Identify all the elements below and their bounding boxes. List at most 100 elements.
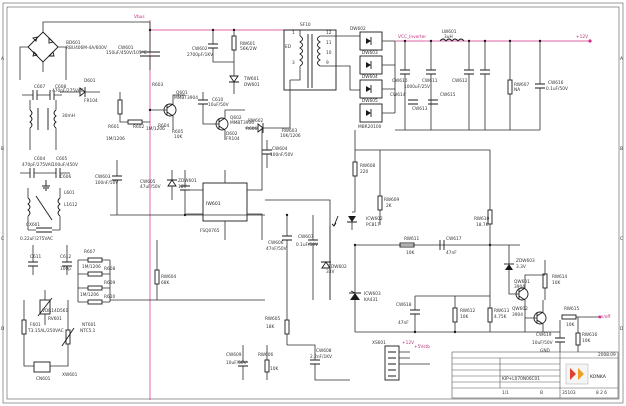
cx601-value: 0.22uF/275VAC — [20, 236, 53, 242]
primary-ground-rails — [110, 214, 265, 301]
r605-value: 10K — [174, 134, 182, 140]
shunt-regulator-ka431 — [349, 245, 361, 332]
cw614-label: CW614 — [390, 92, 406, 98]
zdw603-label: ZDW603 — [516, 258, 535, 264]
r601-value: 1M/1206 — [106, 136, 125, 142]
cw602-label: CW602 — [192, 46, 208, 52]
rw610-label: RW610 — [474, 216, 490, 222]
rw602-label: RW602 — [248, 118, 264, 124]
rw611-value: 10K — [406, 250, 414, 256]
ac-input-connector-cn601 — [23, 355, 69, 373]
cw609-value: 10uF/50V — [226, 360, 247, 366]
pwm-ic-iw601 — [186, 128, 263, 240]
capacitors-cw604-cw605 — [180, 140, 272, 215]
qw601-value: 3904 — [514, 284, 525, 290]
fuse-f601 — [21, 300, 27, 355]
resistor-rw608 — [352, 150, 358, 212]
cw607-value: 0.1uF/50V — [296, 242, 318, 248]
cw602-value: 2700pF/1KV — [187, 52, 213, 58]
d602-label: D602 — [226, 131, 238, 137]
zdw601-label: ZDW601 — [178, 178, 197, 184]
on-off-pin — [598, 315, 602, 319]
nt601-label: NT601 — [82, 322, 96, 328]
dw601-value: DW601 — [244, 82, 260, 88]
cx601-label: CX601 — [26, 222, 40, 228]
svg-text:9: 9 — [326, 60, 329, 66]
tw601-ed: ED — [285, 44, 292, 50]
d601-value: FR104 — [84, 98, 98, 104]
c606-label: C606 — [60, 174, 71, 180]
r610-label: R610 — [104, 294, 115, 300]
rw601-label: RW601 — [240, 41, 256, 47]
vdr-ref: RV601 — [48, 316, 62, 322]
r606-label: R606 — [246, 126, 257, 132]
iw601-label: IW601 — [206, 201, 221, 207]
svg-text:C: C — [620, 236, 623, 242]
bridge-rectifier-bd601 — [19, 21, 140, 80]
vbus-net-label: Vbus — [134, 14, 145, 20]
cw619-label: CW619 — [536, 332, 552, 338]
bd601-label: BD601 — [66, 40, 81, 46]
output-connector-xs601 — [384, 345, 430, 381]
cw605-label: CW605 — [140, 179, 156, 185]
rw609-label: RW609 — [384, 197, 400, 203]
q602-label: Q602 — [230, 115, 242, 121]
capacitor-cw619 — [555, 320, 565, 352]
c610-label: C610 — [212, 97, 223, 103]
svg-text:3: 3 — [292, 60, 295, 66]
svg-text:A: A — [1, 56, 4, 62]
svg-text:10: 10 — [326, 50, 332, 56]
nt601-value: NTC5.1 — [80, 328, 96, 334]
company-name: KONKA — [590, 374, 607, 380]
iw601-value: FSQ0765 — [200, 228, 220, 234]
revision: B — [540, 390, 543, 396]
feedback-top-line — [355, 149, 491, 210]
output-inductor-lw601 — [439, 38, 465, 42]
resistor-rw604 — [154, 240, 160, 300]
dummy-load-rw607-cw616 — [507, 41, 545, 130]
rw605-value: 18K — [266, 324, 274, 330]
q601-value: MMBT3904 — [174, 95, 198, 101]
cw607-label: CW607 — [298, 234, 314, 240]
xs601-5v-label: +5Vstb — [414, 344, 430, 350]
tl431-value: KA431 — [364, 297, 378, 303]
tw601-label: SF10 — [300, 22, 311, 28]
rw601-value: 56K/2W — [240, 46, 257, 52]
title-block — [451, 351, 619, 399]
capacitors-c611-c612 — [28, 245, 72, 275]
c604-value: 470pF/275VAC — [22, 162, 54, 168]
vdr-label: VDR14D561 — [42, 308, 68, 314]
cw610-label: CW610 — [392, 78, 408, 84]
cw619-value: 10uF/50V — [532, 340, 553, 346]
rw615-label: RW615 — [564, 306, 580, 312]
cw617-value: 47nF — [446, 250, 457, 256]
discharge-resistors — [77, 257, 111, 305]
cw603-label: CW603 — [95, 174, 111, 180]
c610-value: 10uF/50V — [208, 102, 229, 108]
rw611-cw617 — [399, 240, 445, 250]
c607-value: 470pF/275VAC — [52, 88, 84, 94]
cw609-label: CW609 — [226, 352, 242, 358]
zener-zdw603 — [504, 245, 514, 285]
zdw602-label: ZDW602 — [328, 264, 347, 270]
c612-label: C612 — [60, 254, 71, 260]
rw611-label: RW611 — [404, 236, 420, 242]
thermistor-nt601 — [61, 300, 75, 355]
dw603-label: DW603 — [362, 50, 378, 56]
q601-label: Q601 — [176, 90, 188, 96]
r602-label: R602 — [133, 124, 144, 130]
resistor-rw610 — [487, 209, 493, 245]
c612-value: 100p — [60, 266, 71, 272]
bd601-value: RBU406M-4A/600V — [66, 45, 107, 51]
junction-dots — [148, 28, 542, 334]
cw611-label: CW611 — [422, 78, 438, 84]
c611-label: C611 — [30, 254, 41, 260]
c605-value: 100uF/450V — [52, 162, 78, 168]
x-capacitor-cx601 — [28, 227, 60, 233]
drawing-date: 2008.09 — [598, 352, 616, 358]
svg-text:C: C — [1, 236, 4, 242]
sheet-number: 35103 — [562, 390, 576, 396]
cw601-label: CW601 — [118, 45, 134, 51]
rw604-value: 68K — [161, 280, 169, 286]
